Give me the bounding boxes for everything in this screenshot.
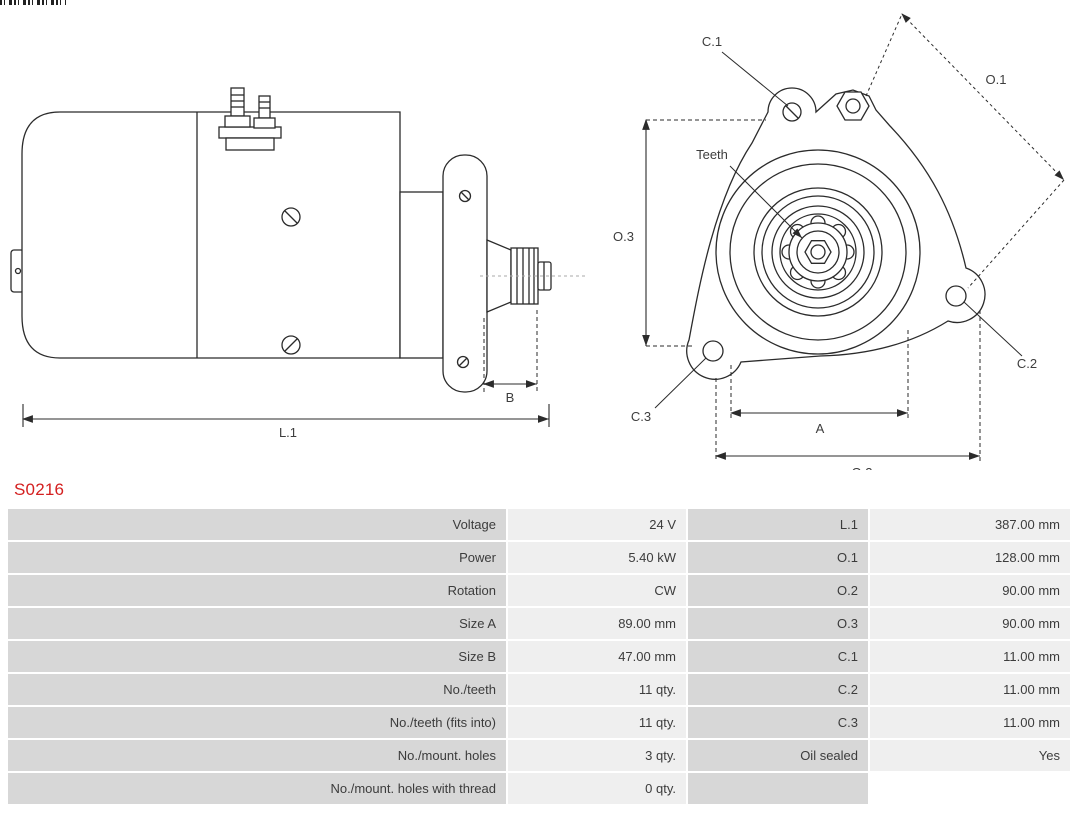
dimension-o3 <box>642 118 766 347</box>
dim-label-c3: C.3 <box>631 409 651 424</box>
dimension-o1 <box>865 13 1065 289</box>
side-left-tab-hole <box>14 267 22 275</box>
barcode-artifact <box>0 0 66 5</box>
spec-label-left: Power <box>8 542 506 573</box>
part-number: S0216 <box>14 480 65 499</box>
spec-label-left: Voltage <box>8 509 506 540</box>
spec-label-left: No./teeth (fits into) <box>8 707 506 738</box>
spec-value-right: Yes <box>870 740 1070 771</box>
spec-label-right: C.1 <box>688 641 868 672</box>
mount-hole-c1 <box>782 102 802 122</box>
spec-value-right: 90.00 mm <box>870 608 1070 639</box>
spec-label-right <box>688 773 868 804</box>
spec-label-left: Size A <box>8 608 506 639</box>
mount-hole-c3 <box>702 340 724 362</box>
dimension-o2 <box>714 310 981 462</box>
terminal-studs <box>218 87 282 151</box>
spec-label-left: No./teeth <box>8 674 506 705</box>
spec-label-left: Rotation <box>8 575 506 606</box>
spec-value-left: 24 V <box>508 509 686 540</box>
spec-label-right: O.3 <box>688 608 868 639</box>
spec-label-right: O.2 <box>688 575 868 606</box>
spec-value-right: 387.00 mm <box>870 509 1070 540</box>
spec-label-right: C.2 <box>688 674 868 705</box>
spec-label-right: Oil sealed <box>688 740 868 771</box>
teeth-label: Teeth <box>696 147 728 162</box>
dimension-l1 <box>21 404 550 427</box>
spec-value-right: 11.00 mm <box>870 707 1070 738</box>
motor-housing <box>21 111 401 359</box>
drive-housing <box>399 191 444 359</box>
pinion-gear <box>510 247 552 305</box>
c2-leader-line <box>963 301 1023 357</box>
spec-label-left: Size B <box>8 641 506 672</box>
spec-label-left: No./mount. holes <box>8 740 506 771</box>
spec-label-right: O.1 <box>688 542 868 573</box>
mounting-flange <box>442 154 488 393</box>
dim-label-l1: L.1 <box>279 425 297 440</box>
spec-value-right: 11.00 mm <box>870 641 1070 672</box>
dim-label-o2: O.2 <box>852 465 873 470</box>
spec-label-right: C.3 <box>688 707 868 738</box>
spec-value-left: 5.40 kW <box>508 542 686 573</box>
motor-face-ring2 <box>753 187 883 317</box>
dim-label-c2: C.2 <box>1017 356 1037 371</box>
spec-value-left: 89.00 mm <box>508 608 686 639</box>
spec-value-left: 11 qty. <box>508 674 686 705</box>
motor-face-ring3 <box>761 195 875 309</box>
hex-lug <box>836 91 870 121</box>
spec-value-right: 128.00 mm <box>870 542 1070 573</box>
c3-leader-line <box>654 357 707 409</box>
motor-face-ring1 <box>729 163 907 341</box>
dimension-b <box>482 310 538 392</box>
technical-drawings: B L.1 <box>10 13 1065 470</box>
spec-value-right: 11.00 mm <box>870 674 1070 705</box>
teeth-leader-line <box>729 165 803 239</box>
spec-value-left: 47.00 mm <box>508 641 686 672</box>
spec-label-left: No./mount. holes with thread <box>8 773 506 804</box>
dim-label-o3: O.3 <box>613 229 634 244</box>
gear-spline <box>771 205 865 299</box>
spec-value-left: 3 qty. <box>508 740 686 771</box>
front-view-drawing: C.1 Teeth O.1 O.3 C.3 C.2 <box>613 13 1065 470</box>
spec-value-left: CW <box>508 575 686 606</box>
dim-label-o1: O.1 <box>986 72 1007 87</box>
housing-screw-bottom <box>281 335 301 355</box>
mount-hole-c2 <box>945 285 967 307</box>
spec-value-left: 0 qty. <box>508 773 686 804</box>
dim-label-b: B <box>506 390 515 405</box>
spec-value-right <box>870 773 1070 804</box>
dimension-a <box>729 330 909 420</box>
side-view-drawing: B L.1 <box>10 87 585 440</box>
dim-label-c1: C.1 <box>702 34 722 49</box>
housing-screw-top <box>281 207 301 227</box>
dim-label-a: A <box>816 421 825 436</box>
spec-value-left: 11 qty. <box>508 707 686 738</box>
spec-table: Voltage 24 V L.1 387.00 mm Power 5.40 kW… <box>8 509 1072 804</box>
c1-leader-line <box>721 51 789 107</box>
spec-value-right: 90.00 mm <box>870 575 1070 606</box>
spec-label-right: L.1 <box>688 509 868 540</box>
